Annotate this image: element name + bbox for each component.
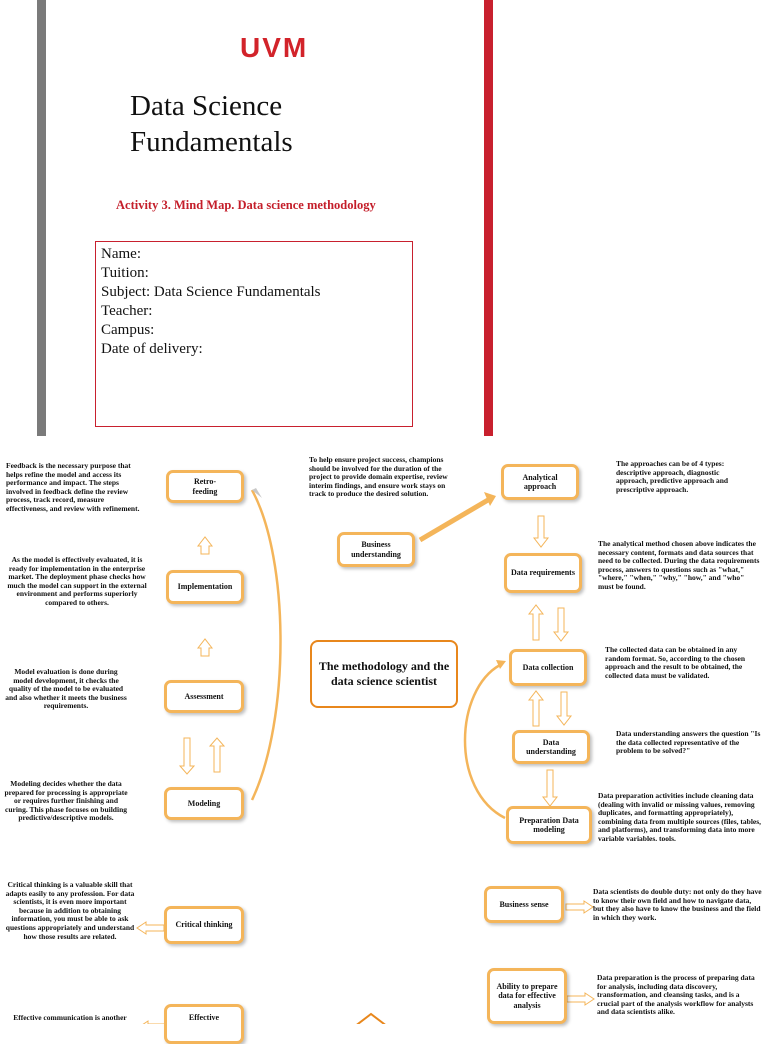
node-effective: Effective [164,1004,244,1044]
node-data-requirements: Data requirements [504,553,582,593]
activity-heading: Activity 3. Mind Map. Data science metho… [116,198,376,212]
right-red-bar [484,0,493,436]
note-data-collection: The collected data can be obtained in an… [605,645,745,680]
uvm-logo: UVM [240,32,309,63]
note-feedback: Feedback is the necessary purpose that h… [6,461,140,513]
field-teacher: Teacher: [101,303,153,319]
note-effective: Effective communication is another [13,1013,127,1022]
page-title: Data Science Fundamentals [130,90,293,158]
node-retro-feeding: Retro- feeding [166,470,244,503]
node-data-collection: Data collection [509,649,587,686]
node-business-understanding: Business understanding [337,532,415,567]
note-business-sense: Data scientists do double duty: not only… [593,887,762,922]
center-node: The methodology and the data science sci… [310,640,458,708]
node-analytical-approach: Analytical approach [501,464,579,500]
field-subject: Subject: Data Science Fundamentals [101,284,321,300]
field-date: Date of delivery: [101,341,203,357]
node-modeling: Modeling [164,787,244,820]
note-assessment: Model evaluation is done during model de… [5,667,127,711]
node-assessment: Assessment [164,680,244,713]
field-name: Name: [101,246,141,262]
note-ability: Data preparation is the process of prepa… [597,973,755,1017]
field-campus: Campus: [101,322,155,338]
node-critical-thinking: Critical thinking [164,906,244,944]
note-critical-thinking: Critical thinking is a valuable skill th… [5,880,135,941]
field-tuition: Tuition: [101,265,149,281]
note-data-understanding: Data understanding answers the question … [616,729,761,756]
student-info-box: Name: Tuition: Subject: Data Science Fun… [95,241,413,427]
note-analytical-approach: The approaches can be of 4 types: descri… [616,459,729,494]
node-business-sense: Business sense [484,886,564,923]
left-grey-bar [37,0,46,436]
node-implementation: Implementation [166,570,244,604]
node-ability-prepare-data: Ability to prepare data for effective an… [487,968,567,1024]
note-implementation: As the model is effectively evaluated, i… [7,555,147,607]
note-business-understanding: To help ensure project success, champion… [309,455,448,499]
note-modeling: Modeling decides whether the data prepar… [4,779,128,823]
note-data-requirements: The analytical method chosen above indic… [598,539,760,591]
note-preparation: Data preparation activities include clea… [598,791,762,843]
node-preparation-data-modeling: Preparation Data modeling [506,806,592,844]
node-data-understanding: Data understanding [512,730,590,764]
